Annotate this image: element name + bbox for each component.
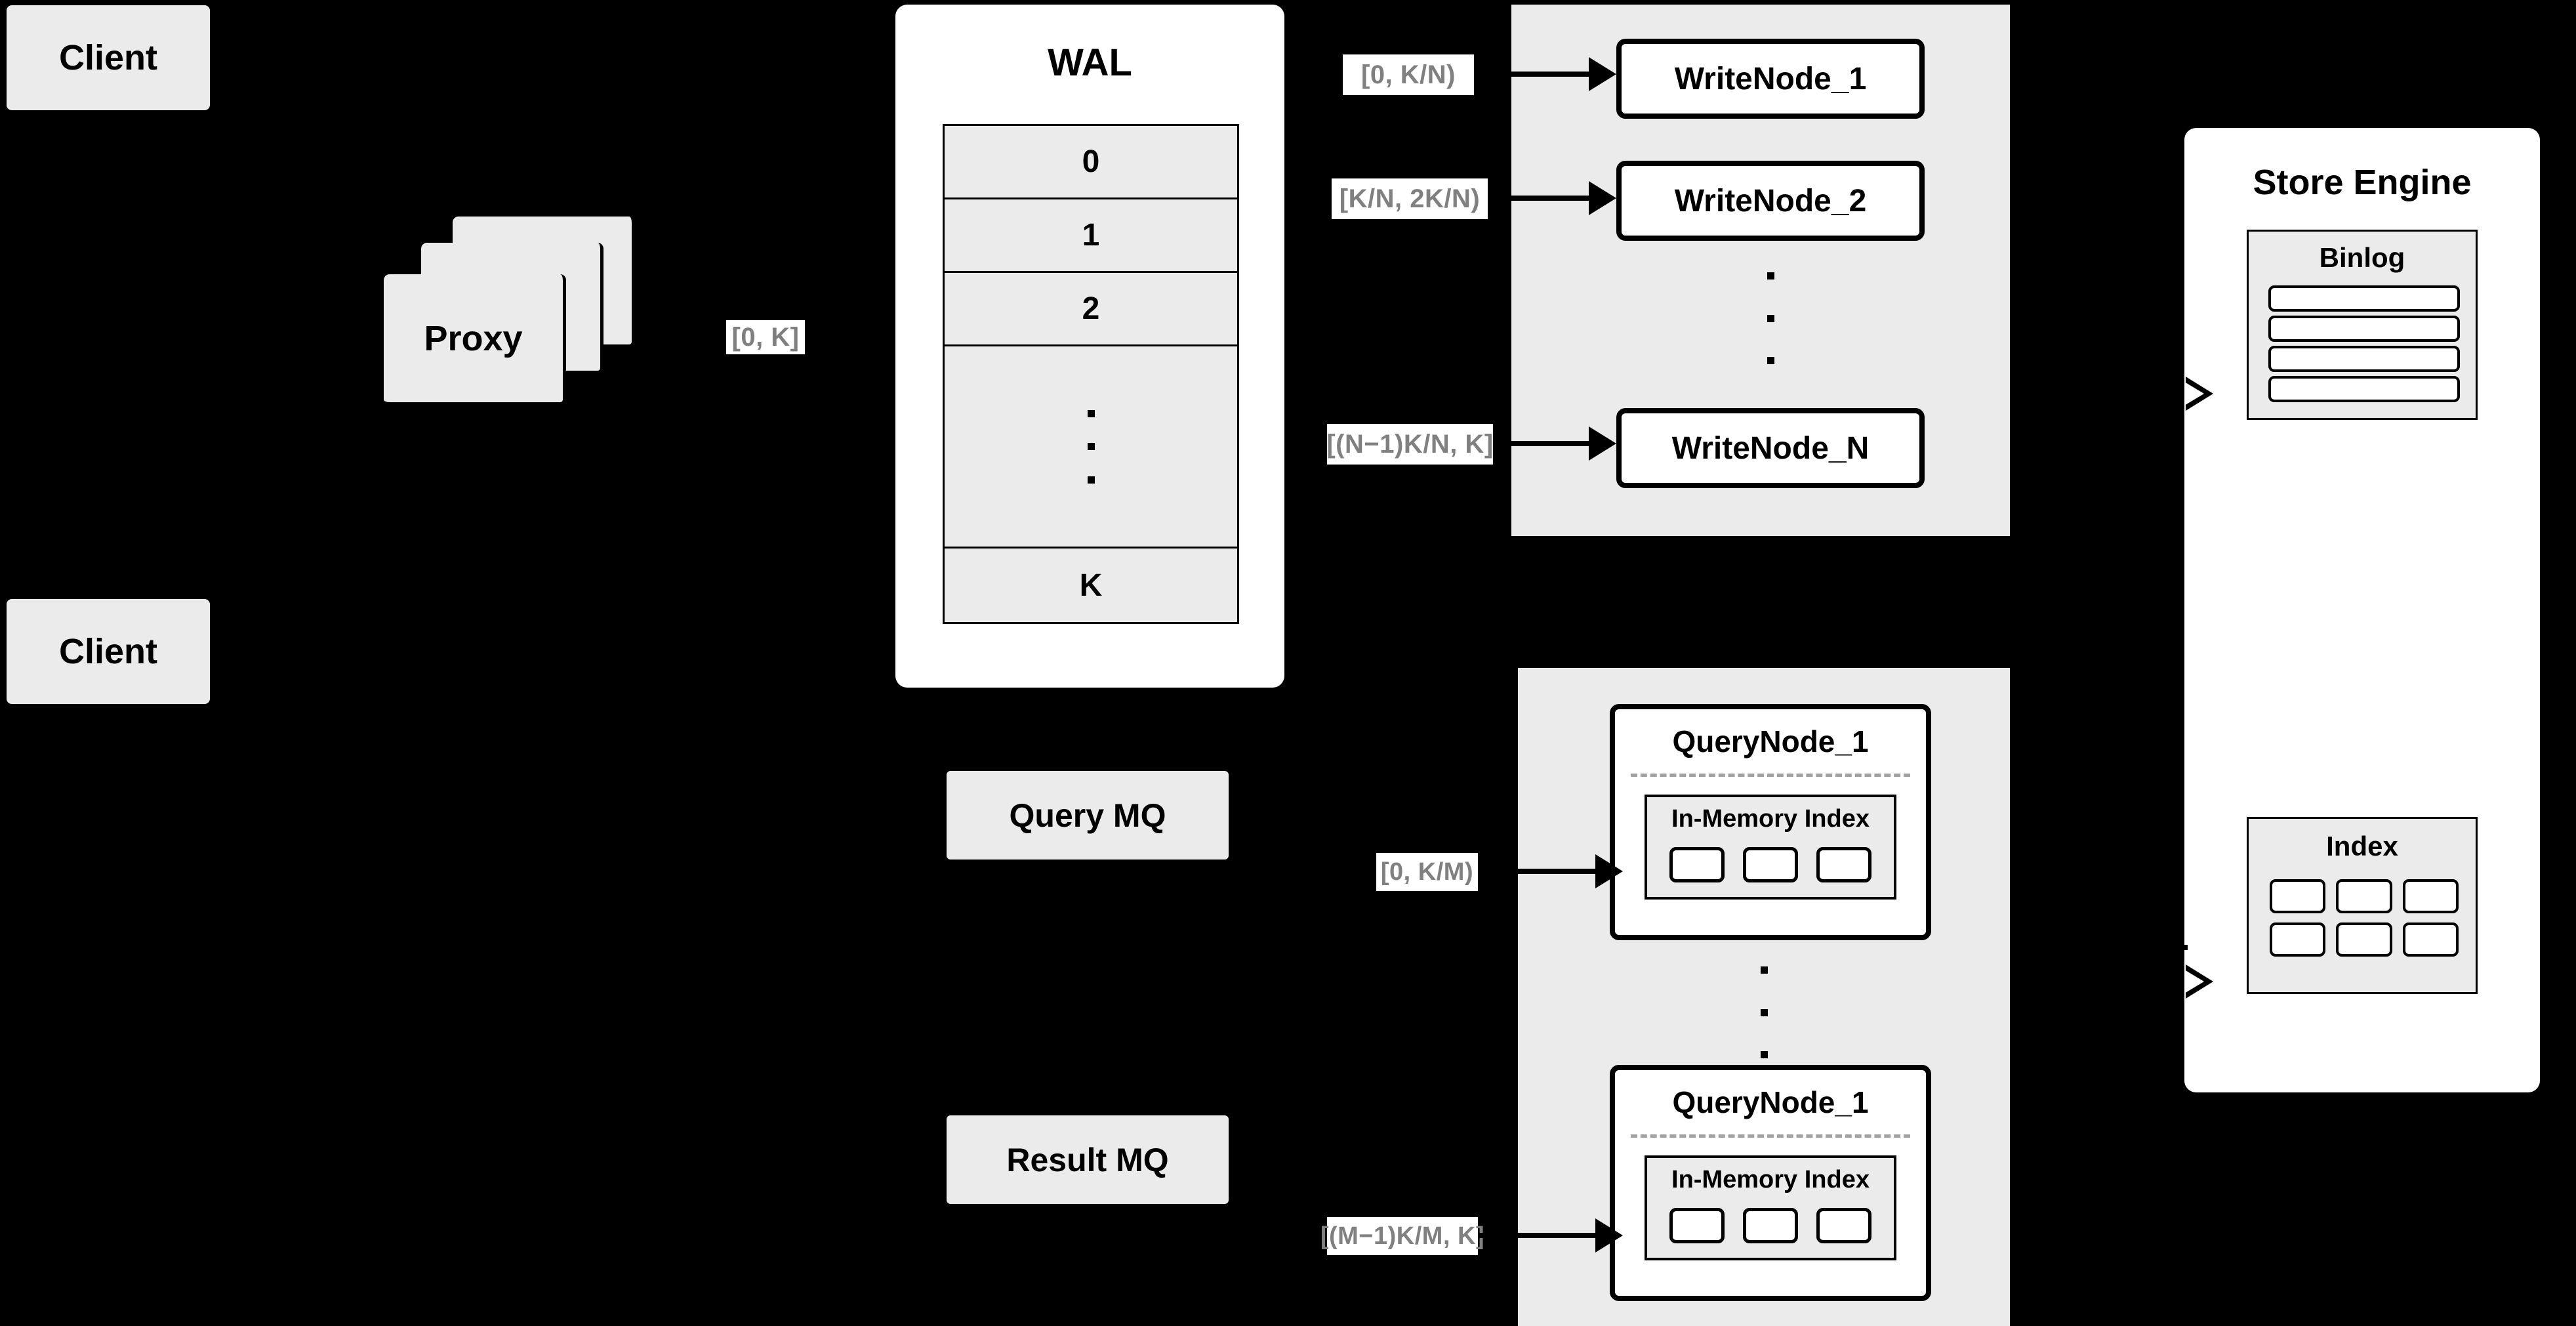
arrow-head-to-index: [2184, 964, 2213, 999]
index-cell: [1743, 847, 1798, 882]
arrow-line-to-index: [2132, 945, 2188, 950]
querynode-label-2: QueryNode_1: [1672, 1085, 1869, 1119]
index-grid: [2270, 879, 2459, 957]
store-engine-title: Store Engine: [2253, 163, 2472, 202]
edge-label-writenode-n: [(N−1)K/N, K]: [1326, 424, 1493, 465]
index-cell: [1669, 847, 1725, 882]
client-box-2[interactable]: Client: [7, 599, 210, 704]
wal-row: 1: [945, 199, 1237, 273]
arrow-head-writenode-n: [1589, 426, 1616, 461]
proxy-stack[interactable]: Proxy: [384, 217, 659, 407]
index-cell: [1816, 1208, 1871, 1243]
index-cell: [2270, 922, 2326, 957]
binlog-title: Binlog: [2319, 242, 2405, 273]
edge-label-querynode-2: [(M−1)K/M, K]: [1320, 1217, 1484, 1255]
binlog-row: [2268, 285, 2460, 312]
wal-table: 0 1 2 K: [943, 124, 1239, 624]
vertical-ellipsis-icon: [1087, 409, 1095, 484]
arrow-head-writenode-1: [1589, 57, 1616, 91]
arrow-line-writenode-2: [1488, 196, 1591, 201]
result-mq-label: Result MQ: [1006, 1141, 1169, 1178]
wal-panel: WAL 0 1 2 K: [895, 5, 1284, 688]
wal-row-ellipsis: [945, 346, 1237, 549]
edge-label-writenode-1: [0, K/N): [1343, 54, 1474, 95]
in-memory-index-box-1: In-Memory Index: [1645, 795, 1896, 900]
writenode-label-n: WriteNode_N: [1671, 430, 1870, 466]
edge-label-proxy-to-wal: [0, K]: [726, 320, 805, 354]
arrow-head-writenode-2: [1589, 181, 1616, 215]
writenode-card-n[interactable]: WriteNode_N: [1616, 408, 1925, 488]
client-label-2: Client: [58, 632, 157, 671]
query-mq-label: Query MQ: [1009, 797, 1166, 834]
arrow-line-querynode-1: [1478, 869, 1597, 874]
binlog-row: [2268, 316, 2460, 342]
index-box: Index: [2247, 817, 2478, 994]
in-memory-index-label-2: In-Memory Index: [1671, 1166, 1870, 1193]
index-cell: [1743, 1208, 1798, 1243]
querynode-separator-1: [1631, 774, 1910, 777]
writenode-label-2: WriteNode_2: [1674, 183, 1867, 218]
arrow-line-writenode-n: [1493, 441, 1591, 446]
result-mq-box[interactable]: Result MQ: [947, 1115, 1229, 1204]
writenode-card-1[interactable]: WriteNode_1: [1616, 39, 1925, 119]
index-cell: [2402, 879, 2459, 913]
in-memory-index-cells-1: [1660, 847, 1881, 882]
querynode-label-1: QueryNode_1: [1672, 724, 1869, 758]
store-engine-panel: Store Engine Binlog Index: [2184, 128, 2540, 1092]
querynode-separator-2: [1631, 1134, 1910, 1138]
index-cell: [1669, 1208, 1725, 1243]
writenode-vertical-ellipsis-icon: [1767, 272, 1774, 364]
index-cell: [1816, 847, 1871, 882]
client-box-1[interactable]: Client: [7, 5, 210, 110]
in-memory-index-box-2: In-Memory Index: [1645, 1155, 1896, 1260]
wal-row: 0: [945, 126, 1237, 199]
wal-title: WAL: [1048, 41, 1132, 84]
index-cell: [2336, 922, 2392, 957]
querynode-card-2[interactable]: QueryNode_1 In-Memory Index: [1610, 1065, 1931, 1301]
querynode-card-1[interactable]: QueryNode_1 In-Memory Index: [1610, 704, 1931, 940]
index-title: Index: [2326, 831, 2398, 861]
proxy-label: Proxy: [424, 318, 523, 358]
wal-row: 2: [945, 273, 1237, 346]
arrow-line-writenode-1: [1476, 72, 1591, 77]
client-label-1: Client: [58, 38, 157, 77]
arrow-line-to-binlog: [2132, 391, 2188, 396]
arrow-head-querynode-2: [1595, 1218, 1623, 1253]
arrow-head-to-binlog: [2184, 377, 2213, 411]
edge-label-querynode-1: [0, K/M): [1376, 853, 1478, 891]
proxy-layer-front[interactable]: Proxy: [384, 274, 566, 405]
binlog-row: [2268, 376, 2460, 402]
in-memory-index-label-1: In-Memory Index: [1671, 805, 1870, 833]
arrow-line-querynode-2: [1478, 1233, 1597, 1238]
writenode-card-2[interactable]: WriteNode_2: [1616, 161, 1925, 241]
binlog-row: [2268, 346, 2460, 372]
binlog-box: Binlog: [2247, 230, 2478, 420]
writenode-label-1: WriteNode_1: [1674, 61, 1867, 96]
index-cell: [2270, 879, 2326, 913]
query-mq-box[interactable]: Query MQ: [947, 771, 1229, 860]
in-memory-index-cells-2: [1660, 1208, 1881, 1243]
querynode-group: QueryNode_1 In-Memory Index QueryNode_1 …: [1518, 668, 2010, 1326]
edge-label-writenode-2: [K/N, 2K/N): [1332, 178, 1488, 219]
writenode-group: WriteNode_1 WriteNode_2 WriteNode_N: [1511, 5, 2010, 536]
index-cell: [2336, 879, 2392, 913]
arrow-head-querynode-1: [1595, 854, 1623, 888]
wal-row: K: [945, 549, 1237, 622]
index-cell: [2402, 922, 2459, 957]
querynode-vertical-ellipsis-icon: [1761, 966, 1768, 1058]
binlog-rows: [2268, 285, 2460, 402]
